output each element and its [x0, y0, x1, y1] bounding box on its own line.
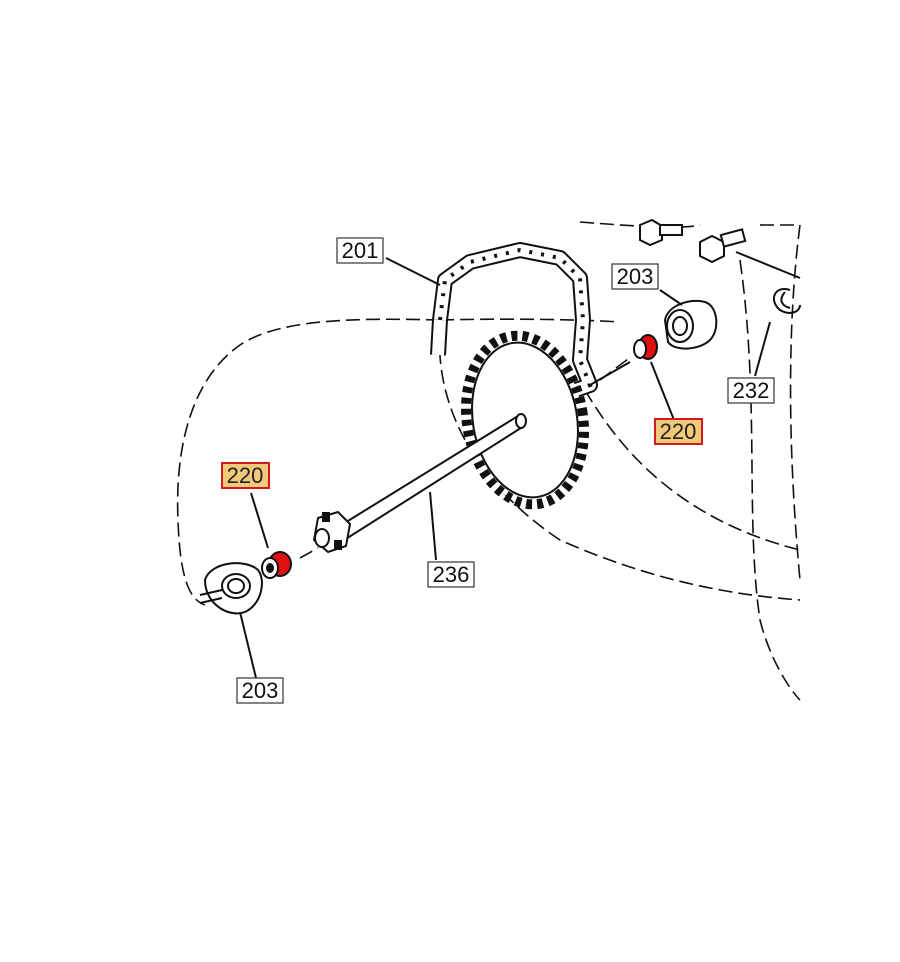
callout-shaft: 236	[427, 561, 475, 588]
retaining-ring-part	[772, 288, 801, 314]
bushing-right-part	[633, 334, 658, 360]
callout-shaft-label: 236	[433, 562, 470, 587]
drive-chain	[430, 242, 631, 400]
axis-line-left	[299, 547, 319, 559]
callout-bushing-right-label: 220	[660, 419, 697, 444]
bolt-top-right	[699, 228, 801, 279]
bearing-right-part	[663, 300, 718, 350]
callout-bearing-right-label: 203	[617, 264, 654, 289]
callout-retaining-ring: 232	[727, 377, 775, 404]
callout-chain-label: 201	[342, 238, 379, 263]
callout-retaining-ring-label: 232	[733, 378, 770, 403]
callout-bearing-left-label: 203	[242, 678, 279, 703]
bearing-left-part	[199, 562, 263, 615]
callout-chain: 201	[336, 237, 384, 264]
bolt-top-left	[639, 218, 683, 247]
callout-bushing-left: 220	[221, 462, 270, 489]
callout-bushing-right: 220	[654, 418, 703, 445]
bushing-left-part	[261, 551, 292, 579]
housing-outline	[176, 221, 801, 701]
axis-line-right	[599, 355, 633, 381]
leader-lines	[239, 257, 771, 679]
shaft-part	[312, 413, 527, 554]
callout-bushing-left-label: 220	[227, 463, 264, 488]
callout-bearing-right: 203	[611, 263, 659, 290]
callout-bearing-left: 203	[236, 677, 284, 704]
